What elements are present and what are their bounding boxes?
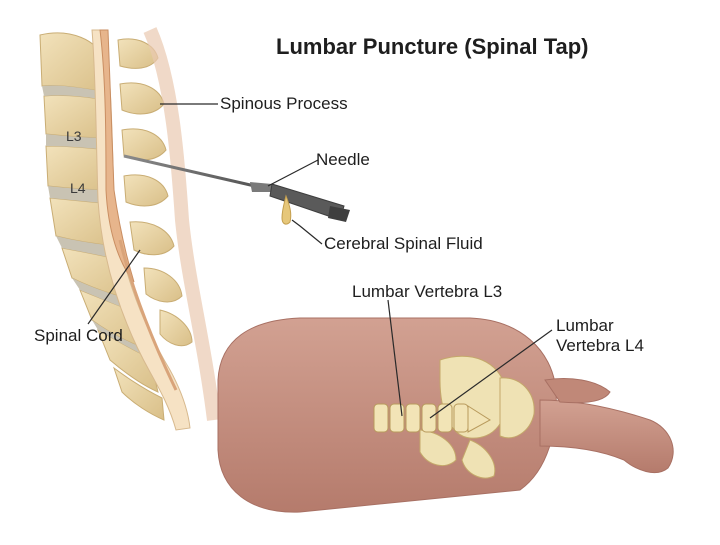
- csf-drop: [281, 194, 292, 225]
- label-lumbar-vertebra-l4-line1: Lumbar: [556, 316, 614, 335]
- vertebra-label-l3: L3: [66, 128, 82, 144]
- vertebra-label-l4: L4: [70, 180, 86, 196]
- label-lumbar-vertebra-l4-line2: Vertebra L4: [556, 336, 644, 355]
- spine-section: [39, 27, 221, 431]
- back-contour: [143, 27, 221, 421]
- leader-lines: [87, 103, 553, 419]
- label-needle: Needle: [316, 150, 370, 169]
- needle: [123, 154, 350, 222]
- label-spinal-cord: Spinal Cord: [34, 326, 123, 345]
- patient-body: [217, 317, 674, 513]
- diagram-title: Lumbar Puncture (Spinal Tap): [276, 34, 589, 59]
- label-csf: Cerebral Spinal Fluid: [324, 234, 483, 253]
- lumbar-column: [373, 403, 491, 433]
- label-spinous-process: Spinous Process: [220, 94, 348, 113]
- spinal-cord: [99, 29, 135, 283]
- label-lumbar-vertebra-l3: Lumbar Vertebra L3: [352, 282, 503, 301]
- cauda-equina: [118, 239, 178, 391]
